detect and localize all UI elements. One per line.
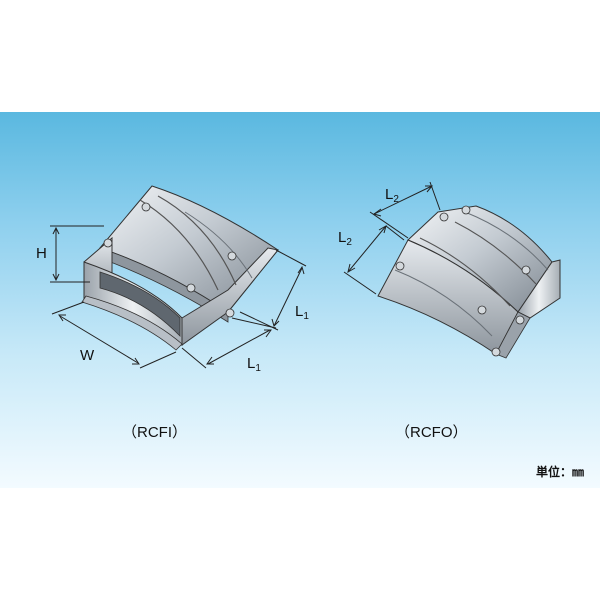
screw-icon [491,347,501,357]
label-l1-bottom: L1 [247,355,261,374]
label-l1-right: L1 [295,303,309,322]
caption-rcfi: （RCFI） [122,424,187,441]
screw-icon [461,205,471,215]
label-h: H [36,245,47,262]
screw-icon [515,315,525,325]
rcfi-part: H W L1 L1 [36,185,309,374]
dimension-l1-bottom [181,317,277,369]
dimension-l2-left [343,224,405,295]
dimension-l2-top [369,181,441,239]
screw-icon [103,238,113,248]
rcfo-part: L2 L2 [338,181,561,359]
screw-icon [141,202,151,212]
screw-icon [227,251,237,261]
screw-icon [186,283,196,293]
dimension-l1-right [239,249,307,331]
screw-icon [395,261,405,271]
screw-icon [439,212,449,222]
unit-label: 単位：㎜ [535,465,584,479]
dimension-w [51,301,177,369]
label-l2-left: L2 [338,229,352,248]
label-w: W [80,347,95,364]
dimension-h [50,225,104,283]
caption-rcfo: （RCFO） [395,424,468,441]
screw-icon [477,305,487,315]
screw-icon [225,308,235,318]
label-l2-top: L2 [385,186,399,205]
screw-icon [521,265,531,275]
